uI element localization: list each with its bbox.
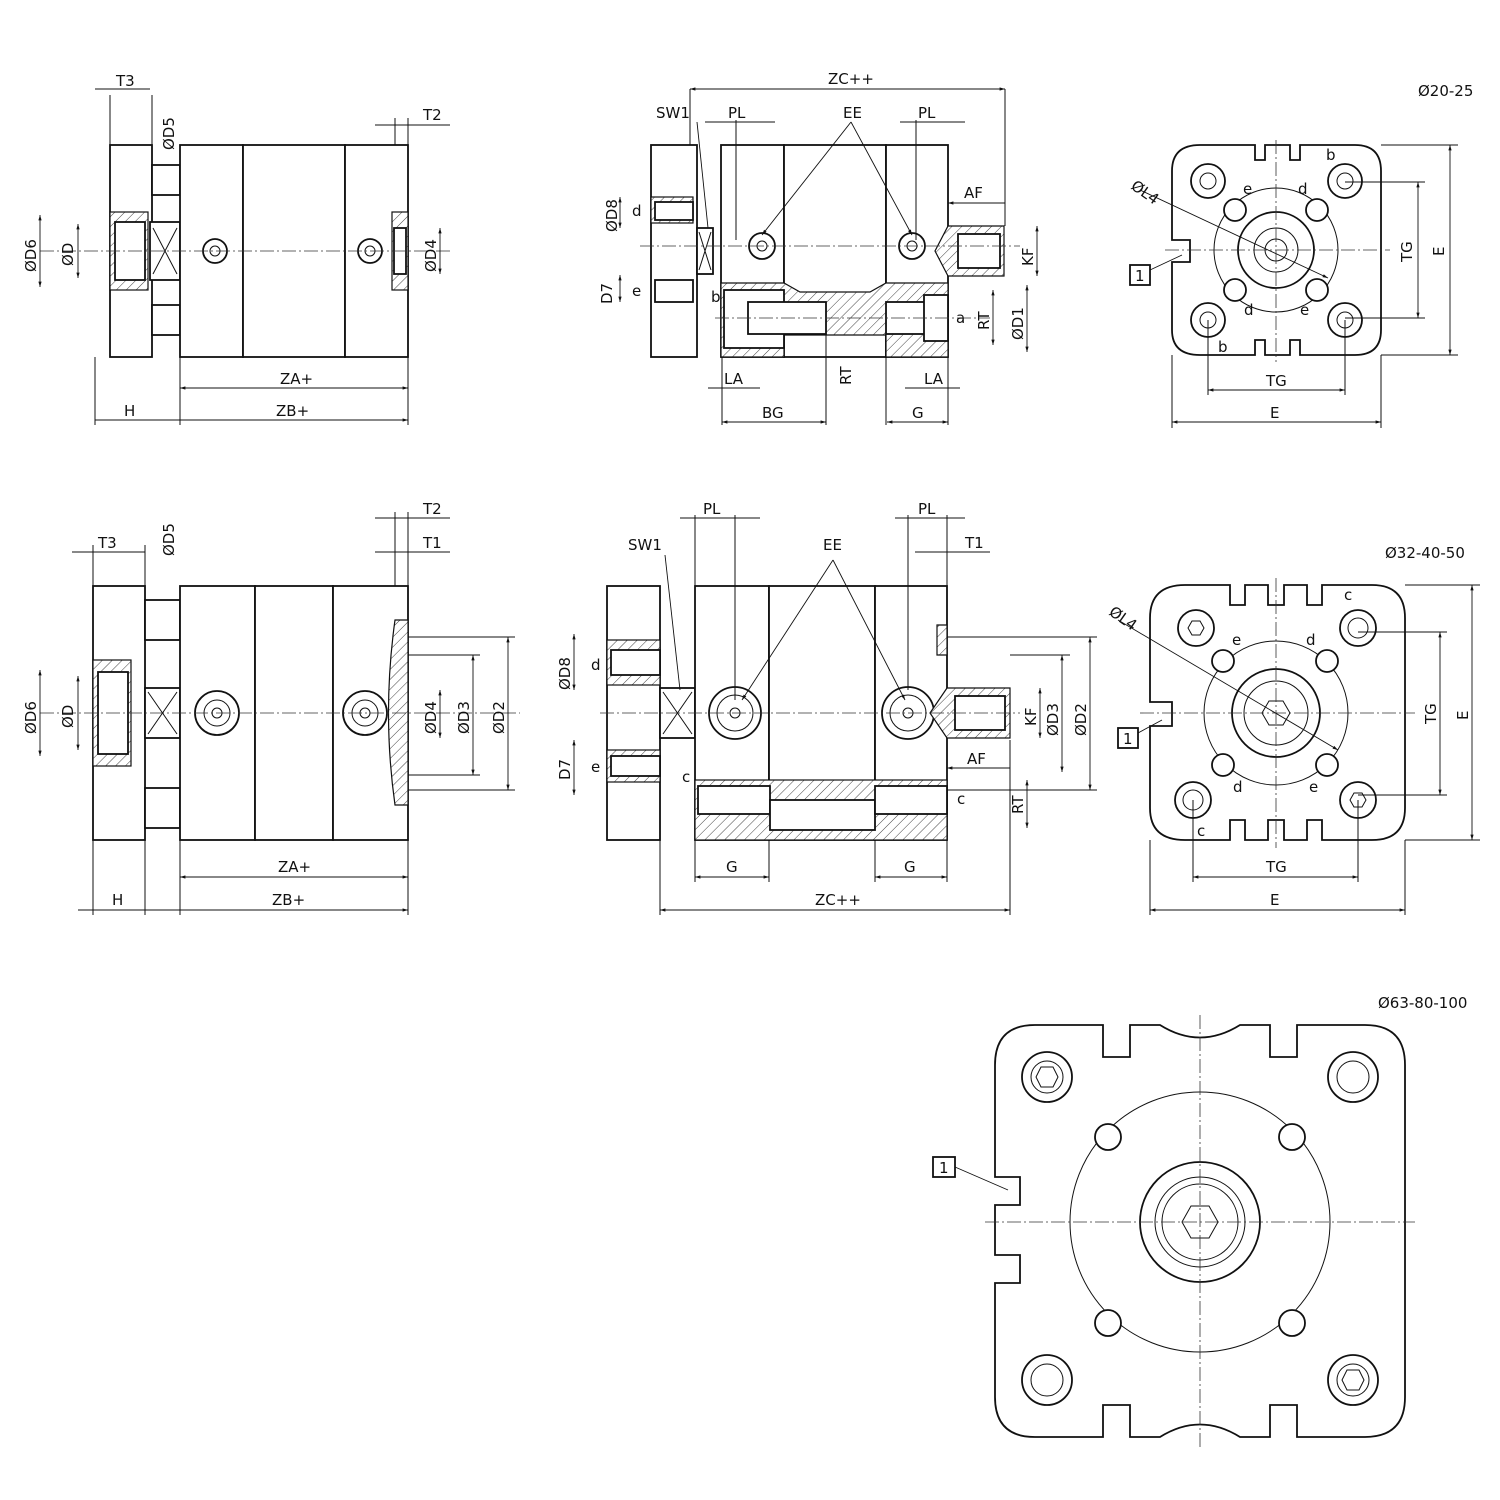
dim-ZB: ZB+ (272, 891, 305, 909)
dim-G: G (912, 404, 924, 422)
item-number: 1 (1135, 267, 1145, 285)
dim-BG: BG (762, 404, 784, 422)
dim-D7: D7 (598, 283, 616, 304)
label-d-bottom: d (1233, 778, 1243, 796)
dim-D5: ØD5 (160, 523, 178, 556)
dim-D6: ØD6 (22, 239, 40, 272)
dim-ZC: ZC++ (828, 70, 874, 88)
dim-E-vertical: E (1454, 711, 1472, 720)
label-c-right: c (957, 790, 965, 808)
label-e-top: e (1232, 631, 1241, 649)
dim-D7: D7 (556, 759, 574, 780)
dim-RT: RT (1009, 795, 1027, 814)
label-a: a (956, 309, 965, 327)
size-label-large: Ø63-80-100 (1378, 994, 1467, 1012)
dim-PL-left: PL (728, 104, 746, 122)
dim-D6: ØD6 (22, 701, 40, 734)
dim-ZA: ZA+ (280, 370, 313, 388)
dim-D8: ØD8 (603, 199, 621, 232)
dim-T1: T1 (422, 534, 442, 552)
end-view-small: Ø20-25 ØL4 b e d 1 TG E d e b TG E (1128, 82, 1473, 428)
label-d: d (591, 656, 601, 674)
dim-G-left: G (726, 858, 738, 876)
label-b: b (711, 288, 721, 306)
dim-H: H (112, 891, 123, 909)
dim-ZA: ZA+ (278, 858, 311, 876)
dim-LA-left: LA (724, 370, 744, 388)
dim-D8: ØD8 (556, 657, 574, 690)
dim-L4: ØL4 (1106, 603, 1141, 635)
dim-E-horizontal: E (1270, 891, 1279, 909)
dim-L4: ØL4 (1128, 177, 1163, 209)
label-d-top: d (1306, 631, 1316, 649)
dim-AF: AF (964, 184, 983, 202)
dim-PL-right: PL (918, 500, 936, 518)
dim-SW1: SW1 (628, 536, 662, 554)
dim-PL-left: PL (703, 500, 721, 518)
dim-TG-horizontal: TG (1265, 372, 1287, 390)
dim-LA-right: LA (924, 370, 944, 388)
dim-G-right: G (904, 858, 916, 876)
dim-D3: ØD3 (455, 701, 473, 734)
item-number: 1 (939, 1159, 949, 1177)
dim-KF: KF (1019, 248, 1037, 266)
dim-D2: ØD2 (1072, 703, 1090, 736)
dim-RT-bottom: RT (837, 366, 855, 385)
label-e-bottom: e (1309, 778, 1318, 796)
label-e-top: e (1243, 180, 1252, 198)
size-label-medium: Ø32-40-50 (1385, 544, 1465, 562)
dim-T2: T2 (422, 500, 442, 518)
label-c-bottom: c (1197, 822, 1205, 840)
size-label-small: Ø20-25 (1418, 82, 1473, 100)
label-e-bottom: e (1300, 301, 1309, 319)
dim-SW1: SW1 (656, 104, 690, 122)
dim-T3: T3 (97, 534, 117, 552)
label-d: d (632, 202, 642, 220)
side-view-small: T3 ØD5 T2 ØD6 ØD ØD4 ZA+ H ZB+ (22, 72, 450, 425)
label-e: e (591, 758, 600, 776)
label-d-bottom: d (1244, 301, 1254, 319)
dim-ZC: ZC++ (815, 891, 861, 909)
dim-TG-vertical: TG (1422, 703, 1440, 725)
dim-D4: ØD4 (422, 701, 440, 734)
label-EE: EE (843, 104, 862, 122)
section-view-medium: PL PL SW1 EE T1 ØD8 d ØD3 ØD2 KF AF D7 e… (556, 500, 1097, 915)
label-EE: EE (823, 536, 842, 554)
dim-TG-vertical: TG (1398, 241, 1416, 263)
end-view-medium: Ø32-40-50 ØL4 c e d 1 TG E d e c TG E (1106, 544, 1480, 915)
dim-T1: T1 (964, 534, 984, 552)
dim-ZB: ZB+ (276, 402, 309, 420)
dim-D3: ØD3 (1044, 703, 1062, 736)
dim-D2: ØD2 (490, 701, 508, 734)
item-number: 1 (1123, 730, 1133, 748)
dim-H: H (124, 402, 135, 420)
dim-D1: ØD1 (1009, 307, 1027, 340)
label-c-left: c (682, 768, 690, 786)
dim-E-vertical: E (1430, 247, 1448, 256)
dim-T2: T2 (422, 106, 442, 124)
dim-AF: AF (967, 750, 986, 768)
label-c-top: c (1344, 586, 1352, 604)
dim-RT-right: RT (975, 311, 993, 330)
side-view-medium: T2 T3 ØD5 T1 ØD6 ØD ØD4 ØD3 ØD2 ZA+ H ZB… (22, 500, 520, 915)
dim-E-horizontal: E (1270, 404, 1279, 422)
label-d-top: d (1298, 180, 1308, 198)
dim-D: ØD (59, 243, 77, 266)
dim-D5: ØD5 (160, 117, 178, 150)
section-view-small: ZC++ SW1 PL EE PL AF ØD8 d KF D7 e b a R… (598, 70, 1039, 425)
label-e: e (632, 282, 641, 300)
end-view-large: Ø63-80-100 1 (932, 994, 1467, 1447)
label-b-top: b (1326, 146, 1336, 164)
dim-TG-horizontal: TG (1265, 858, 1287, 876)
dim-PL-right: PL (918, 104, 936, 122)
dim-KF: KF (1022, 708, 1040, 726)
dim-T3: T3 (115, 72, 135, 90)
dim-D: ØD (59, 705, 77, 728)
dim-D4: ØD4 (422, 239, 440, 272)
label-b-bottom: b (1218, 338, 1228, 356)
